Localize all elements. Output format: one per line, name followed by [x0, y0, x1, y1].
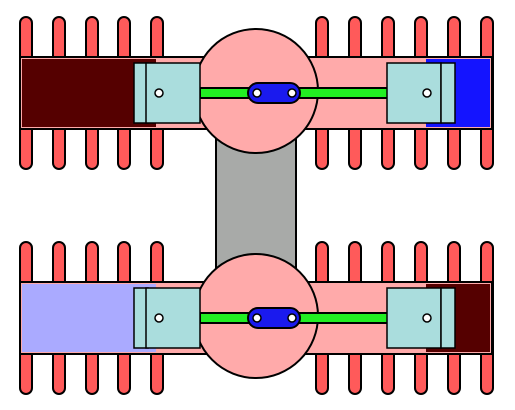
wrist-pin-icon	[154, 313, 164, 323]
lower-right-piston	[386, 287, 442, 349]
wrist-pin-icon	[287, 88, 297, 98]
upper-right-piston	[386, 62, 442, 124]
upper-left-piston	[145, 62, 201, 124]
lower-right-piston-skirt	[440, 287, 456, 349]
upper-cylinder-unit	[19, 16, 494, 170]
wrist-pin-icon	[422, 313, 432, 323]
wrist-pin-icon	[154, 88, 164, 98]
lower-left-piston	[145, 287, 201, 349]
lower-crank-yoke	[247, 307, 301, 329]
wrist-pin-icon	[252, 313, 262, 323]
wrist-pin-icon	[252, 88, 262, 98]
lower-cylinder-unit	[19, 241, 494, 395]
upper-crank-yoke	[247, 82, 301, 104]
wrist-pin-icon	[287, 313, 297, 323]
upper-right-piston-skirt	[440, 62, 456, 124]
wrist-pin-icon	[422, 88, 432, 98]
